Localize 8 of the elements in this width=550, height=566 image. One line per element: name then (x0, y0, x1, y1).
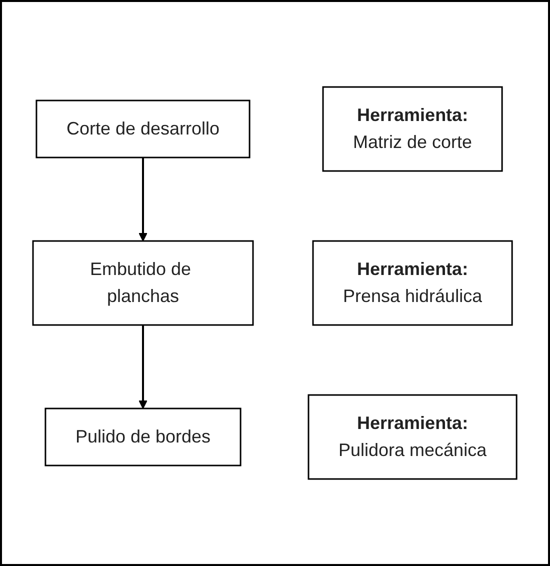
node-box: Herramienta: Pulidora mecánica (308, 394, 518, 480)
node-box: Corte de desarrollo (36, 100, 250, 158)
node-box: Herramienta: Prensa hidráulica (312, 240, 514, 326)
node-box: Pulido de bordes (44, 408, 242, 466)
arrow (138, 158, 148, 242)
node-box: Embutido de planchas (32, 240, 254, 326)
arrow (138, 325, 148, 409)
node-box: Herramienta: Matriz de corte (322, 86, 504, 172)
